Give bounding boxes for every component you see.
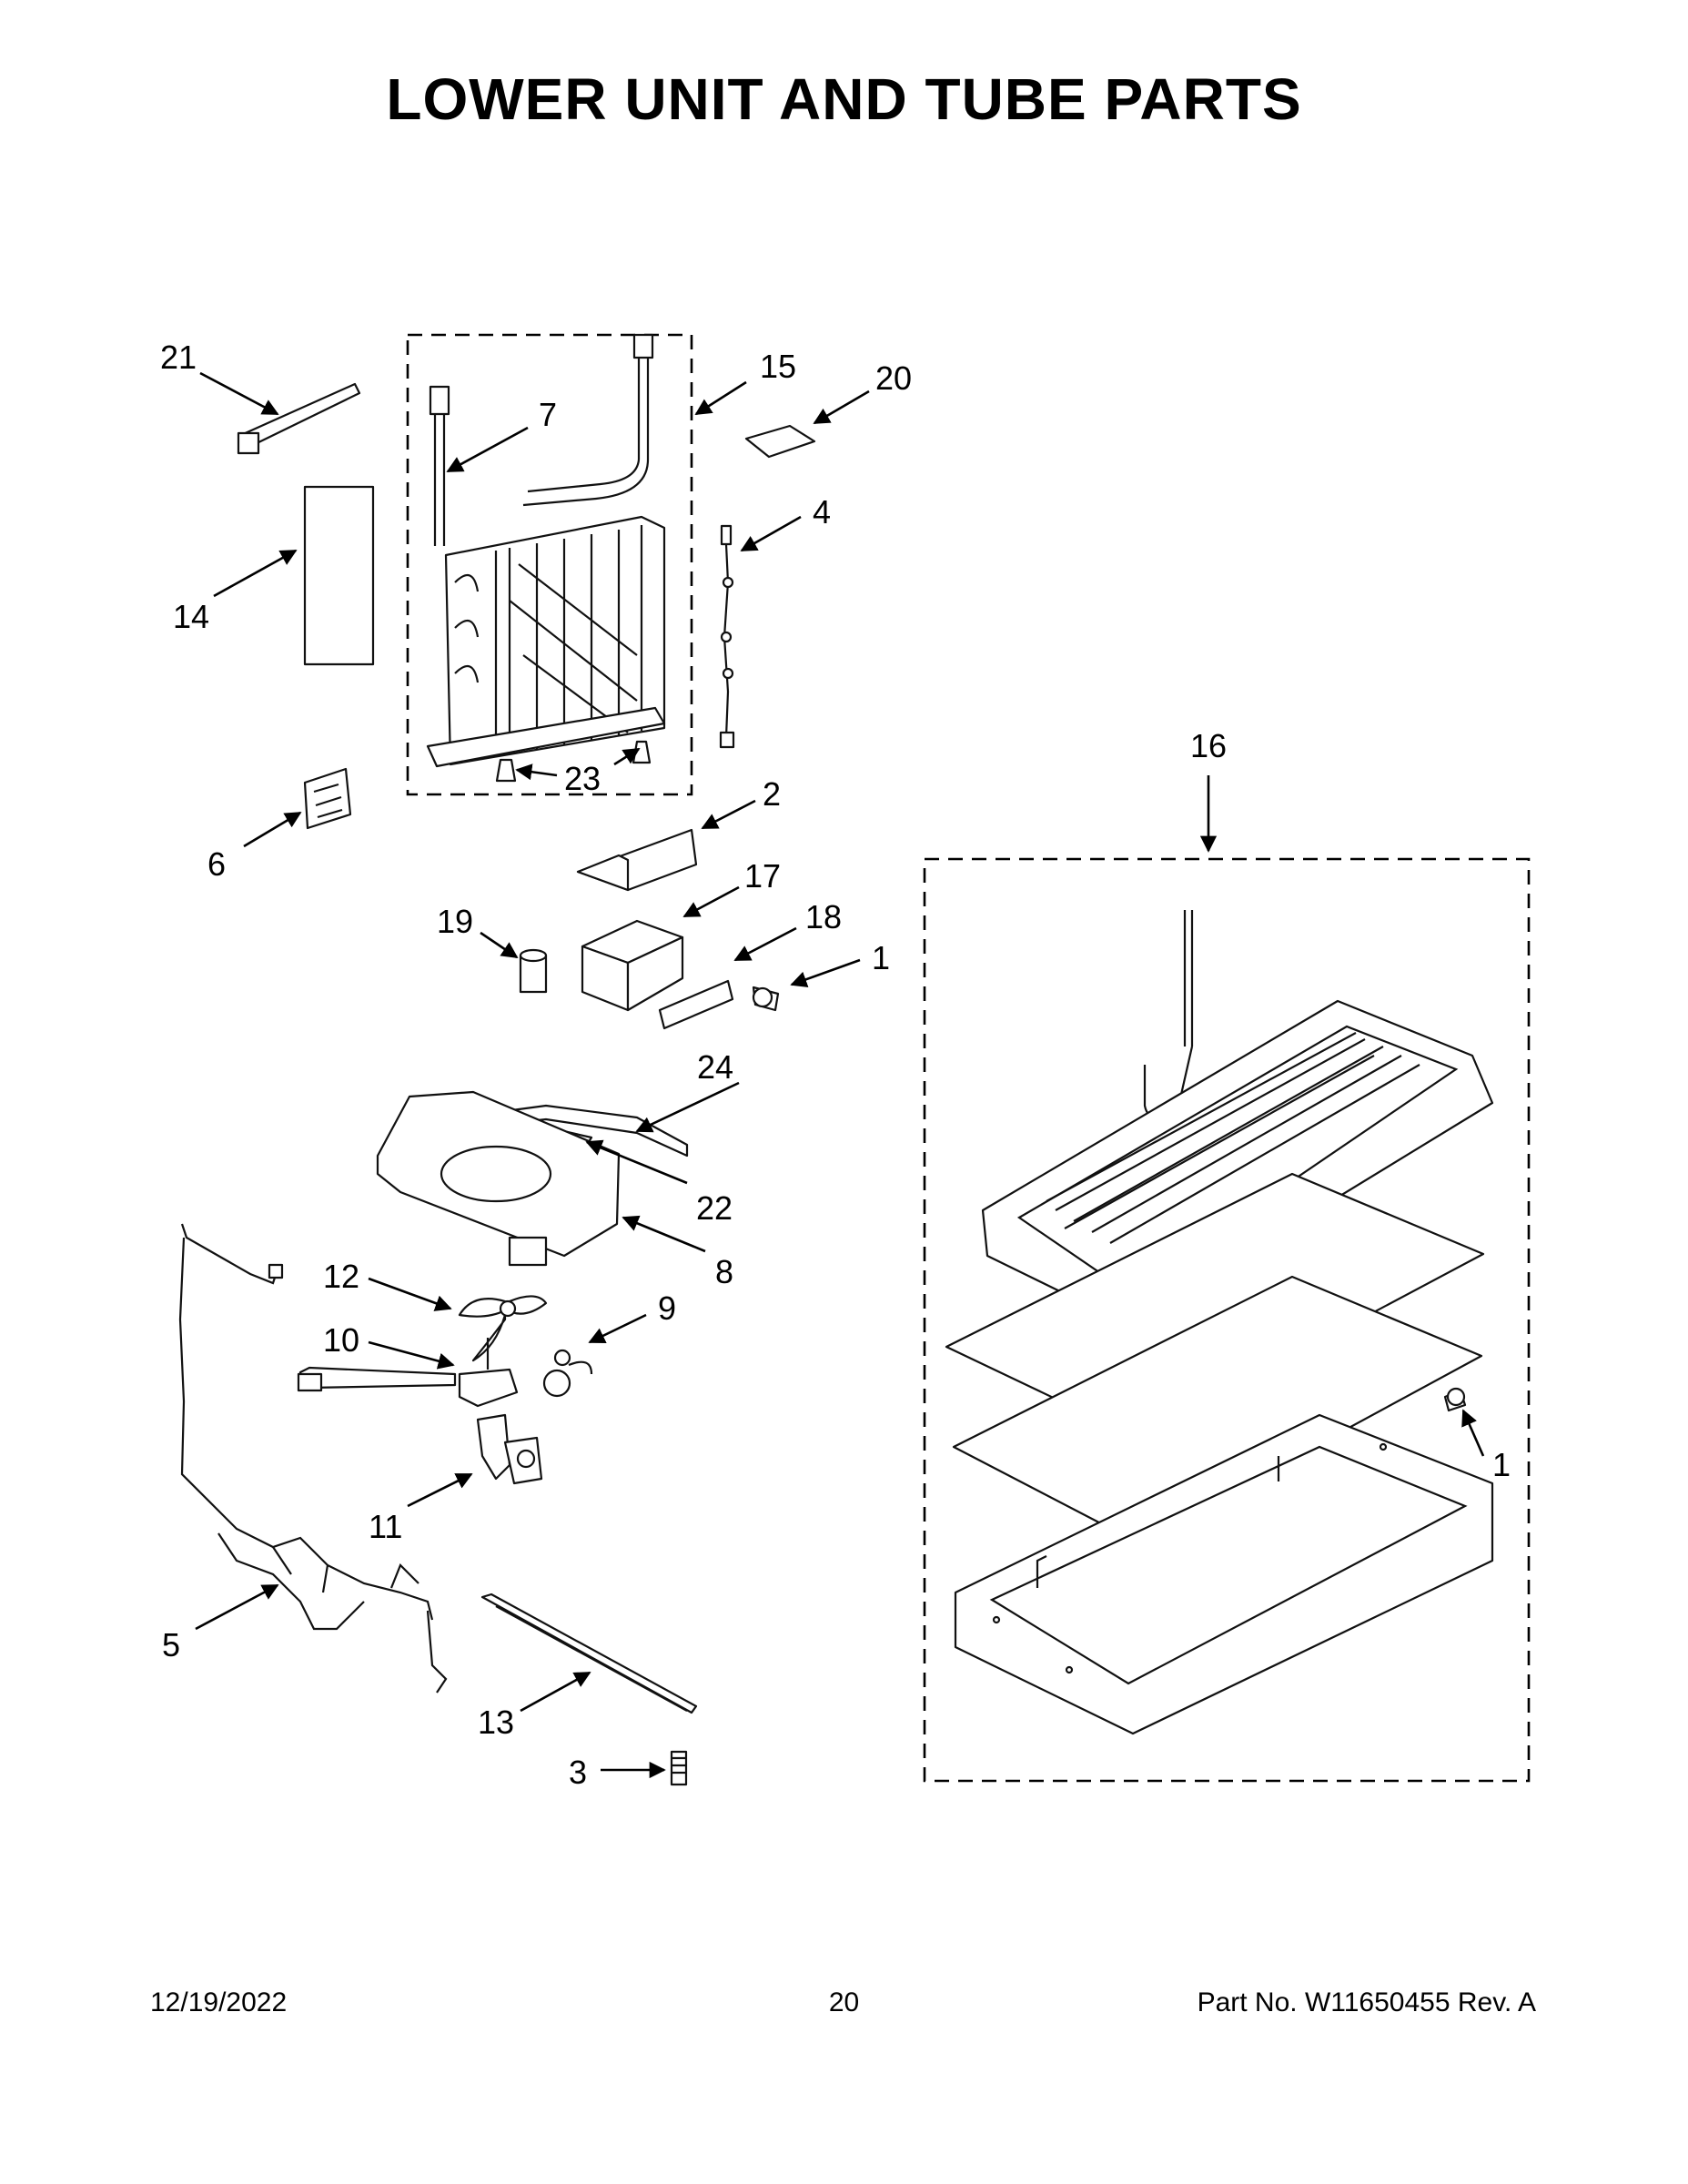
- tube-assembly-group-box: [923, 857, 1531, 1783]
- part-17-housing: [581, 919, 684, 1012]
- leader-17: [682, 885, 740, 918]
- part-19-bushing: [519, 948, 548, 994]
- leader-20: [813, 389, 870, 425]
- part-20-pad: [744, 424, 816, 459]
- leader-23b: [613, 747, 641, 766]
- callout-3: 3: [569, 1754, 587, 1791]
- callout-11: 11: [369, 1508, 402, 1545]
- leader-7: [446, 426, 529, 473]
- callout-10: 10: [323, 1321, 359, 1359]
- callout-2: 2: [763, 775, 781, 813]
- leader-8: [622, 1215, 706, 1253]
- callout-9: 9: [658, 1289, 676, 1327]
- callout-17: 17: [744, 857, 781, 895]
- part-16-insulation-sheet-lower: [952, 1275, 1483, 1544]
- callout-13: 13: [478, 1704, 514, 1741]
- footer-date: 12/19/2022: [150, 1987, 288, 2017]
- leader-4: [740, 515, 802, 552]
- callout-24: 24: [697, 1048, 733, 1086]
- leader-21: [199, 371, 279, 416]
- callout-14: 14: [173, 598, 209, 635]
- leader-1b: [1461, 1409, 1485, 1457]
- page-title: LOWER UNIT AND TUBE PARTS: [386, 66, 1302, 132]
- callout-15: 15: [760, 348, 796, 385]
- leader-12: [368, 1277, 452, 1311]
- callout-16: 16: [1190, 727, 1227, 764]
- part-12-fan-blade: [458, 1295, 548, 1362]
- leader-23a: [515, 763, 558, 781]
- leader-1a: [790, 958, 861, 988]
- footer-part-number: Part No. W11650455 Rev. A: [1197, 1987, 1536, 2017]
- callout-6: 6: [207, 845, 226, 883]
- leader-24: [635, 1081, 740, 1133]
- part-6-heater-plate: [303, 767, 352, 830]
- part-11-motor-bracket: [476, 1413, 543, 1485]
- callout-19: 19: [437, 903, 473, 940]
- leader-15: [694, 380, 747, 416]
- callout-1a: 1: [872, 939, 890, 976]
- part-16-bottom-tray: [954, 1413, 1494, 1735]
- callout-23: 23: [564, 760, 601, 797]
- part-7-evaporator-coil: [426, 333, 666, 768]
- leader-10: [368, 1340, 455, 1370]
- evaporator-assembly-group-box: [406, 333, 693, 796]
- part-3-screw: [670, 1750, 688, 1786]
- callout-7: 7: [539, 396, 557, 433]
- part-18-plate: [658, 979, 734, 1030]
- part-2-cover: [576, 828, 698, 892]
- leader-18: [733, 926, 797, 962]
- callout-20: 20: [875, 359, 912, 397]
- leader-2: [701, 799, 756, 830]
- callout-12: 12: [323, 1258, 359, 1295]
- leader-11: [407, 1472, 473, 1508]
- leader-22: [585, 1139, 688, 1185]
- part-14-insulation-pad: [303, 485, 375, 666]
- part-16-tube-assembly: [981, 910, 1494, 1321]
- leader-6: [243, 811, 302, 848]
- callout-4: 4: [813, 493, 831, 531]
- part-21-cable-tie: [237, 382, 361, 455]
- part-23-clip: [495, 758, 517, 783]
- part-13-rail: [480, 1592, 698, 1714]
- part-10-fan-motor: [297, 1338, 519, 1408]
- callout-5: 5: [162, 1626, 180, 1663]
- part-4-thermistor-harness: [719, 524, 735, 749]
- part-1-screw-b: [1443, 1387, 1467, 1412]
- part-9-motor-bracket-fitting: [542, 1349, 593, 1398]
- footer-page-number: 20: [828, 1987, 860, 2017]
- leader-14: [213, 549, 298, 598]
- leader-19: [480, 931, 519, 959]
- callout-21: 21: [160, 339, 197, 376]
- part-1-screw-a: [752, 986, 780, 1012]
- leader-9: [588, 1313, 647, 1344]
- leader-5: [195, 1583, 279, 1631]
- callout-22: 22: [696, 1189, 733, 1227]
- leader-13: [520, 1671, 591, 1713]
- part-5-wire-harness: [178, 1223, 448, 1694]
- callout-8: 8: [715, 1253, 733, 1290]
- callout-18: 18: [805, 898, 842, 935]
- part-8-fan-shroud: [376, 1090, 621, 1267]
- callout-1b: 1: [1492, 1446, 1511, 1483]
